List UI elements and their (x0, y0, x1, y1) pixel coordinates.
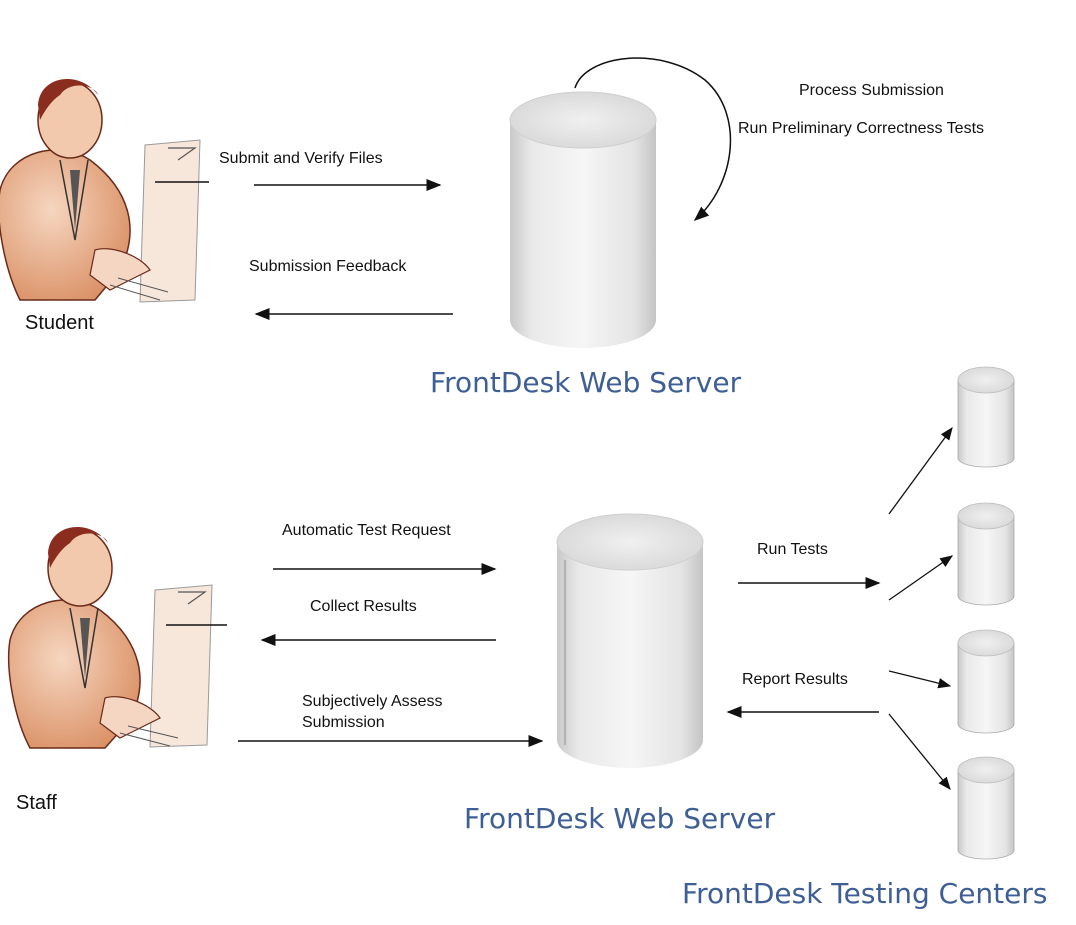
testing-center-3 (957, 629, 1015, 734)
student-figure (0, 78, 209, 303)
fanout-arrow-4 (888, 713, 951, 791)
testing-center-1 (957, 366, 1015, 468)
testing-center-2 (957, 502, 1015, 606)
process-loop-arrow (574, 57, 732, 221)
run-tests-label: Run Tests (757, 541, 828, 558)
collect-label: Collect Results (310, 598, 417, 615)
process-label: Process Submission (799, 82, 944, 99)
top-server-title: FrontDesk Web Server (430, 366, 742, 399)
fanout-arrow-2 (888, 555, 954, 601)
report-label: Report Results (742, 671, 848, 688)
submit-label: Submit and Verify Files (219, 150, 383, 167)
testing-centers-title: FrontDesk Testing Centers (682, 877, 1048, 910)
bottom-server-cylinder (556, 513, 704, 768)
preliminary-label: Run Preliminary Correctness Tests (738, 120, 985, 137)
student-label: Student (25, 312, 94, 334)
fanout-arrow-3 (888, 670, 952, 689)
feedback-label: Submission Feedback (249, 258, 407, 275)
staff-figure (7, 526, 227, 749)
auto-request-label: Automatic Test Request (282, 522, 451, 539)
staff-label: Staff (16, 792, 57, 814)
testing-center-4 (957, 756, 1015, 860)
assess-label-line2: Submission (302, 714, 385, 731)
fanout-arrow-1 (888, 426, 953, 515)
top-server-cylinder (509, 91, 657, 348)
assess-label-line1: Subjectively Assess (302, 693, 443, 710)
bottom-server-title: FrontDesk Web Server (464, 802, 776, 835)
